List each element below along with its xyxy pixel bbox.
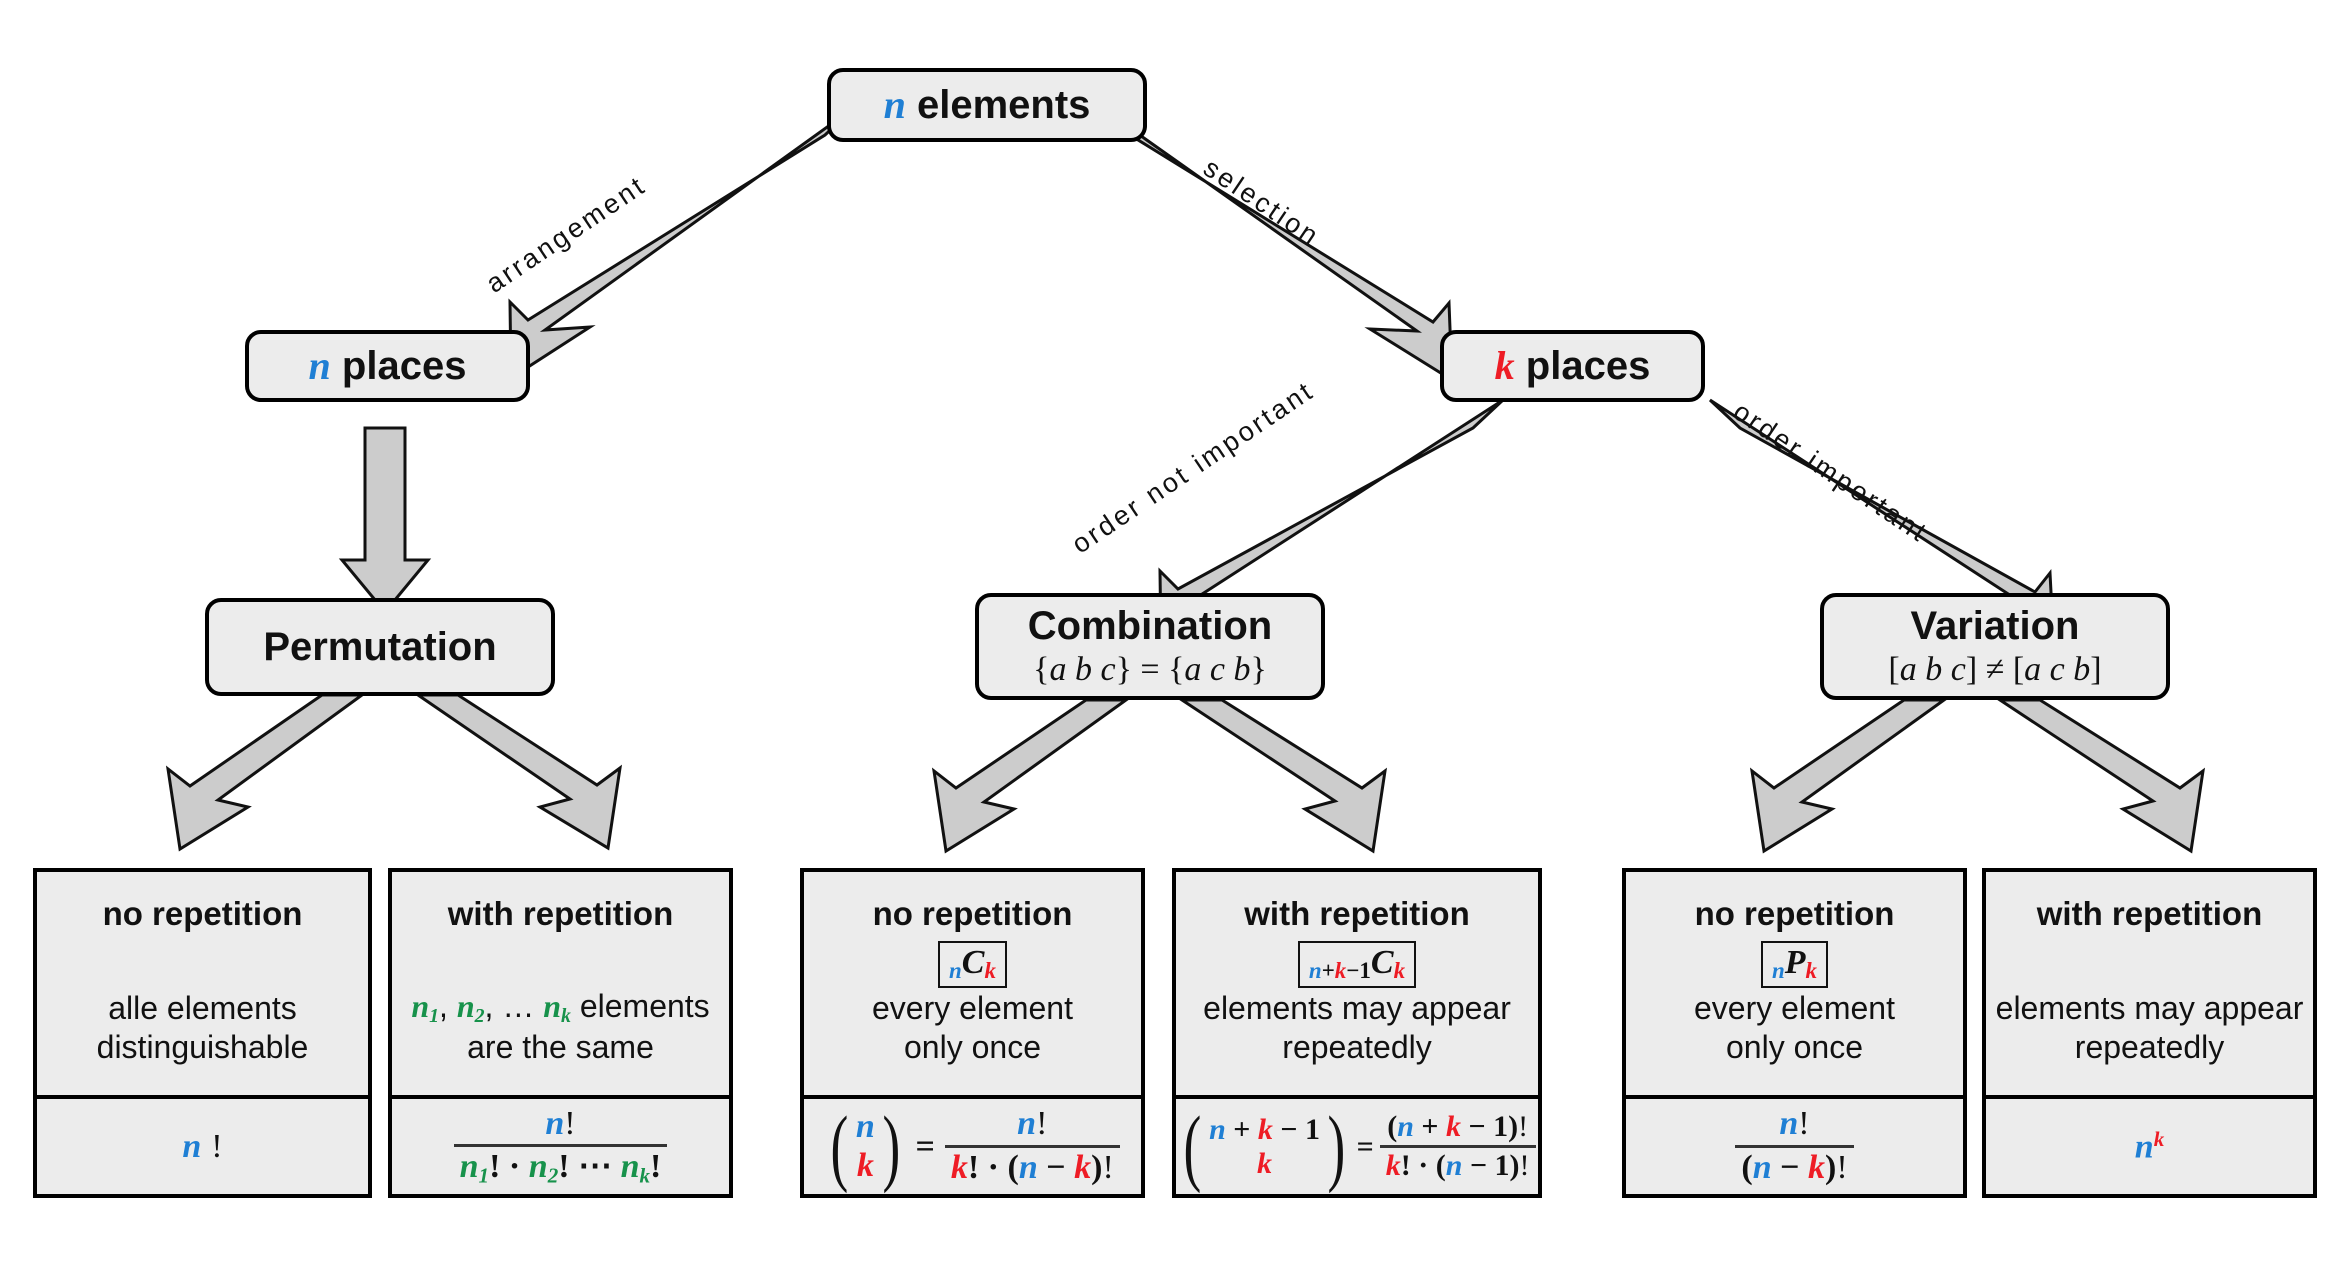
- leaf-permutation-with-repetition[interactable]: with repetition n1, n2, … nk elements ar…: [388, 868, 733, 1198]
- desc-line-1: elements may appear: [1203, 989, 1511, 1026]
- symbol-equals: =: [915, 1127, 935, 1165]
- leaf-permutation-no-repetition[interactable]: no repetition alle elements distinguisha…: [33, 868, 372, 1198]
- leaf-description: n1, n2, … nk elements are the same: [392, 987, 729, 1067]
- node-n-elements-label: n elements: [883, 82, 1091, 127]
- node-variation-label: Variation: [1910, 603, 2080, 648]
- numerator: (n + k − 1)!: [1387, 1109, 1529, 1143]
- leaf-heading: no repetition: [1694, 895, 1895, 932]
- symbol-n: n: [883, 82, 906, 127]
- symbol-n: n: [182, 1127, 202, 1165]
- desc-line-1: elements may appear: [1995, 989, 2304, 1026]
- arrow-perm-to-no-repetition: [165, 693, 367, 852]
- leaf-variation-with-repetition[interactable]: with repetition elements may appear repe…: [1982, 868, 2317, 1198]
- notation-nCk: nCk: [938, 940, 1007, 989]
- leaf-description: alle elements distinguishable: [37, 989, 368, 1067]
- desc-line-1: every element: [872, 989, 1073, 1026]
- edge-label-order-important: order important: [1728, 396, 1934, 549]
- leaf-formula: n!: [37, 1099, 368, 1194]
- fraction: n! n1! · n2! ⋯ nk!: [453, 1104, 668, 1188]
- leaf-heading: with repetition: [447, 895, 674, 932]
- denominator: k! · (n − 1)!: [1379, 1145, 1536, 1182]
- binomial-coefficient: ( n + k − 1 k ): [1183, 1097, 1346, 1194]
- node-n-places[interactable]: n places: [245, 330, 530, 402]
- arrow-var-to-with-repetition: [1995, 698, 2206, 854]
- leaf-description: every element only once: [1626, 989, 1963, 1067]
- node-n-places-text: places: [341, 344, 467, 388]
- denominator: (n − k)!: [1735, 1145, 1854, 1187]
- leaf-description: every element only once: [804, 989, 1141, 1067]
- arrow-perm-to-with-repetition: [413, 693, 623, 851]
- node-combination-sublabel: {a b c} = {a c b}: [1033, 650, 1267, 688]
- arrow-n-places-to-permutation: [338, 426, 432, 615]
- leaf-notation-tag: nPk: [1760, 940, 1829, 989]
- node-variation[interactable]: Variation [a b c] ≠ [a c b]: [1820, 593, 2170, 700]
- node-n-elements-text: elements: [916, 83, 1091, 127]
- leaf-formula: n! (n − k)!: [1626, 1099, 1963, 1194]
- numerator: n!: [545, 1104, 576, 1142]
- fraction: (n + k − 1)! k! · (n − 1)!: [1379, 1109, 1536, 1183]
- node-combination-label: Combination: [1027, 603, 1273, 648]
- notation-n-plus-k-minus-1-C-k: n+k−1Ck: [1297, 940, 1417, 989]
- node-n-places-label: n places: [308, 343, 467, 388]
- desc-line-1: every element: [1694, 989, 1895, 1026]
- numerator: n!: [1779, 1105, 1810, 1143]
- symbol-k: k: [1494, 343, 1515, 388]
- leaf-notation-tag: n+k−1Ck: [1297, 940, 1417, 989]
- node-k-places-label: k places: [1494, 343, 1651, 388]
- leaf-upper: with repetition elements may appear repe…: [1986, 872, 2313, 1099]
- denominator: k! · (n − k)!: [944, 1145, 1120, 1187]
- leaf-upper: no repetition alle elements distinguisha…: [37, 872, 368, 1099]
- arrow-comb-to-no-repetition: [931, 698, 1131, 854]
- leaf-combination-with-repetition[interactable]: with repetition n+k−1Ck elements may app…: [1172, 868, 1542, 1198]
- symbol-factorial: !: [211, 1127, 223, 1165]
- desc-line-1: n1, n2, … nk elements: [411, 987, 710, 1027]
- leaf-formula: nk: [1986, 1099, 2313, 1194]
- numerator: n!: [1017, 1105, 1048, 1143]
- leaf-upper: no repetition nPk every element only onc…: [1626, 872, 1963, 1099]
- symbol-n: n: [308, 343, 331, 388]
- leaf-heading: no repetition: [102, 895, 303, 932]
- leaf-variation-no-repetition[interactable]: no repetition nPk every element only onc…: [1622, 868, 1967, 1198]
- node-variation-sublabel: [a b c] ≠ [a c b]: [1888, 650, 2102, 688]
- leaf-combination-no-repetition[interactable]: no repetition nCk every element only onc…: [800, 868, 1145, 1198]
- arrow-var-to-no-repetition: [1749, 698, 1949, 854]
- denominator: n1! · n2! ⋯ nk!: [453, 1144, 668, 1187]
- node-combination[interactable]: Combination {a b c} = {a c b}: [975, 593, 1325, 700]
- leaf-upper: with repetition n1, n2, … nk elements ar…: [392, 872, 729, 1099]
- leaf-description: elements may appear repeatedly: [1176, 989, 1538, 1067]
- notation-nPk: nPk: [1760, 940, 1829, 989]
- leaf-heading: no repetition: [872, 895, 1073, 932]
- node-permutation[interactable]: Permutation: [205, 598, 555, 696]
- desc-line-2: distinguishable: [96, 1028, 309, 1065]
- leaf-description: elements may appear repeatedly: [1986, 989, 2313, 1067]
- desc-line-2: are the same: [467, 1028, 654, 1065]
- arrow-comb-to-with-repetition: [1177, 698, 1388, 854]
- arrow-selection: [1098, 105, 1454, 383]
- node-permutation-label: Permutation: [263, 625, 497, 669]
- desc-line-2: only once: [904, 1028, 1041, 1065]
- node-k-places[interactable]: k places: [1440, 330, 1705, 402]
- desc-line-2: only once: [1726, 1028, 1863, 1065]
- edge-label-selection: selection: [1198, 152, 1326, 253]
- desc-line-2: repeatedly: [1282, 1028, 1432, 1065]
- edge-label-arrangement: arrangement: [480, 169, 652, 299]
- symbol-equals: =: [1356, 1129, 1374, 1163]
- fraction: n! (n − k)!: [1735, 1105, 1854, 1187]
- leaf-upper: with repetition n+k−1Ck elements may app…: [1176, 872, 1538, 1099]
- leaf-notation-tag: nCk: [938, 940, 1007, 989]
- symbol-n: nk: [2134, 1126, 2165, 1166]
- leaf-formula: ( n + k − 1 k ) = (n + k − 1)! k! · (n −…: [1176, 1099, 1538, 1194]
- fraction: n! k! · (n − k)!: [944, 1105, 1120, 1187]
- node-n-elements[interactable]: n elements: [827, 68, 1147, 142]
- node-k-places-text: places: [1525, 344, 1651, 388]
- edge-label-order-not-important: order not important: [1066, 375, 1320, 560]
- leaf-upper: no repetition nCk every element only onc…: [804, 872, 1141, 1099]
- desc-line-1: alle elements: [108, 989, 297, 1026]
- leaf-heading: with repetition: [1244, 895, 1470, 932]
- leaf-heading: with repetition: [2036, 895, 2263, 932]
- desc-line-2: repeatedly: [2074, 1028, 2225, 1065]
- leaf-formula: n! n1! · n2! ⋯ nk!: [392, 1099, 729, 1194]
